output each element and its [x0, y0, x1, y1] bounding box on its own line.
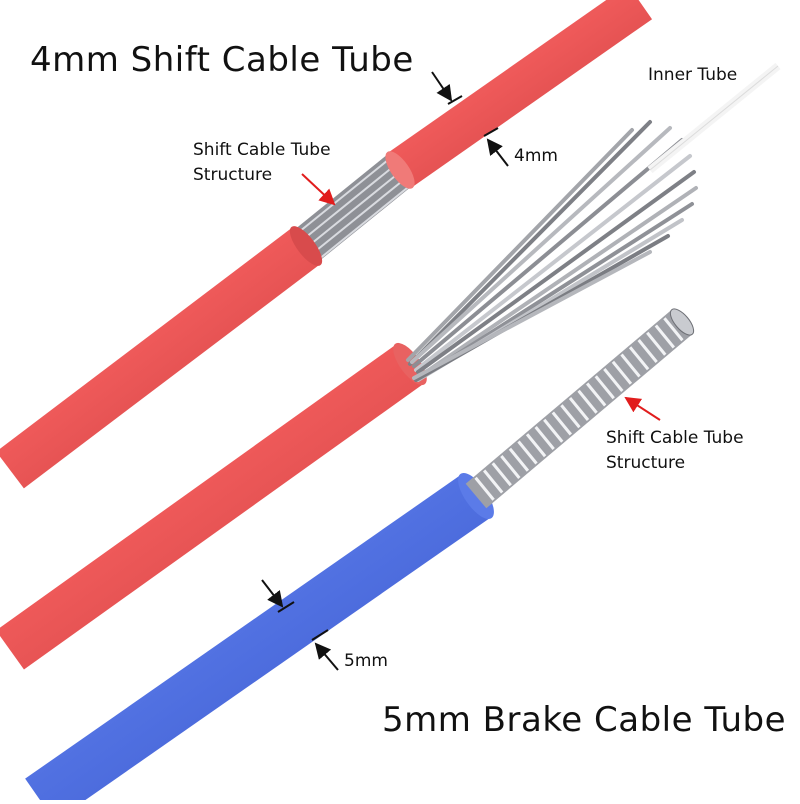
shift-cable-tube-middle — [0, 62, 781, 670]
inner-tube-label: Inner Tube — [648, 65, 738, 85]
structure-label-bottom: Shift Cable Tube Structure — [606, 426, 744, 476]
title-shift-tube: 4mm Shift Cable Tube — [30, 40, 414, 80]
title-brake-tube: 5mm Brake Cable Tube — [382, 700, 787, 740]
dimension-4mm-label: 4mm — [514, 146, 558, 166]
shift-cable-tube-top — [0, 0, 653, 489]
dimension-arrows — [261, 71, 509, 671]
dimension-5mm-label: 5mm — [344, 651, 388, 671]
brake-cable-tube — [25, 308, 695, 804]
structure-label-top-line1: Shift Cable Tube — [193, 140, 331, 160]
structure-label-top-line2: Structure — [193, 165, 273, 185]
structure-label-top: Shift Cable Tube Structure — [193, 138, 331, 188]
structure-label-bottom-line2: Structure — [606, 453, 686, 473]
structure-label-bottom-line1: Shift Cable Tube — [606, 428, 744, 448]
pointer-arrows — [301, 173, 661, 421]
